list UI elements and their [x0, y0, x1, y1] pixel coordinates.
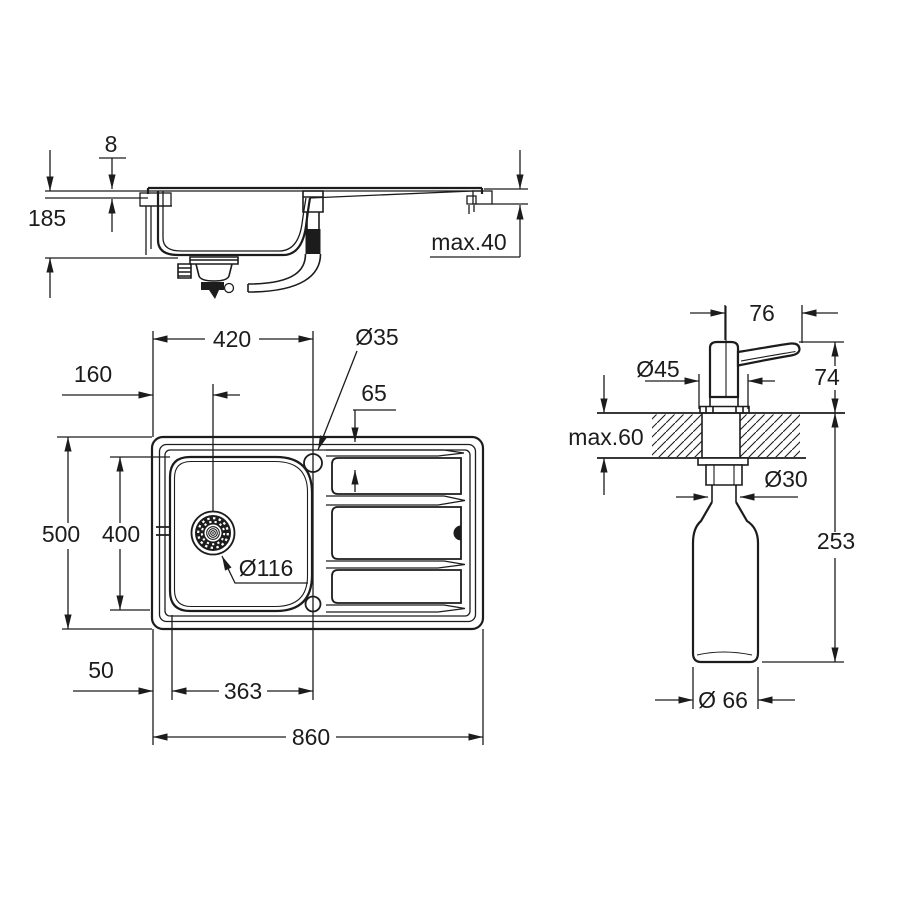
dim-label-500: 500 — [42, 521, 80, 547]
drain-strainer — [190, 510, 236, 556]
sink-plan-view: 420 Ø35 160 65 500 400 — [42, 324, 485, 750]
dim-label-o45: Ø45 — [636, 356, 679, 382]
bottle-neck — [711, 485, 737, 502]
dimension-o66: Ø 66 — [655, 687, 795, 713]
shank-washer — [697, 457, 749, 466]
dim-label-74: 74 — [814, 364, 840, 390]
dimension-o30: Ø30 — [676, 466, 808, 501]
drainboard-grooves — [326, 449, 466, 613]
dimension-253: 253 — [817, 413, 855, 662]
bottle-shoulder — [691, 501, 760, 544]
drainboard-underside-line — [309, 190, 474, 199]
sink-rim-line-2 — [164, 449, 471, 617]
pump-neck — [709, 396, 739, 406]
clamp-right — [466, 195, 477, 214]
drain-flange — [189, 256, 239, 265]
drain-valve-bar — [201, 282, 224, 290]
dim-label-o66: Ø 66 — [698, 687, 748, 713]
dim-label-o35: Ø35 — [355, 324, 398, 350]
dim-label-160: 160 — [74, 361, 112, 387]
overflow-pipe-curve — [247, 253, 322, 293]
dim-label-860: 860 — [292, 724, 330, 750]
dimension-363: 363 — [172, 678, 313, 704]
dim-label-installed-depth: 185 — [28, 205, 66, 231]
dim-label-o116: Ø116 — [239, 555, 294, 581]
bowl-inner-line — [173, 460, 309, 608]
dim-label-counter-thickness: max.40 — [431, 229, 506, 255]
dimension-160: 160 — [62, 361, 240, 399]
dispenser-counter-hatch-right — [740, 414, 800, 457]
sink-outer-outline — [150, 435, 485, 631]
dimension-65: 65 — [351, 380, 396, 492]
drainboard-notch — [453, 525, 461, 541]
bottle-body — [691, 543, 760, 664]
dispenser-extension-lines — [692, 305, 844, 709]
dimension-400: 400 — [102, 457, 140, 610]
dimension-860: 860 — [153, 724, 483, 750]
dimension-tap-hole-dia: Ø35 — [317, 324, 399, 451]
dim-label-50: 50 — [88, 657, 114, 683]
tap-hole-bottom — [304, 595, 322, 613]
dimension-rim-height: 8 — [99, 131, 126, 232]
dim-label-o30: Ø30 — [764, 466, 807, 492]
drain-valve-knob — [223, 282, 235, 294]
dimension-76: 76 — [690, 300, 838, 326]
dim-label-rim-height: 8 — [105, 131, 118, 157]
counter-edge-right-lines — [484, 188, 528, 205]
bowl-wall-inner — [162, 191, 307, 252]
counter-hatch-left — [139, 192, 172, 207]
overflow-slot-marks — [156, 526, 170, 536]
shank-locknut — [705, 464, 743, 486]
shank-locknut-facets — [713, 465, 735, 485]
dim-label-65: 65 — [361, 380, 387, 406]
pump-spout-inner-line — [740, 350, 796, 362]
dimension-installed-depth: 185 — [28, 150, 178, 298]
dispenser-shank — [701, 413, 741, 458]
bowl-wall-outer — [156, 191, 312, 257]
bottle-bottom-inner-line — [696, 651, 753, 656]
drain-side-nut — [177, 263, 192, 279]
sink-rim-line-1 — [158, 443, 477, 623]
pump-base-flange — [699, 405, 750, 414]
dimension-drain-dia: Ø116 — [221, 555, 308, 584]
dimension-420: 420 — [153, 326, 313, 352]
dimension-50: 50 — [73, 657, 153, 695]
tap-hole-top — [303, 453, 323, 473]
dim-label-400: 400 — [102, 521, 140, 547]
sink-side-section-view: 8 185 max.40 — [28, 131, 528, 299]
dimension-o45: Ø45 — [636, 356, 775, 385]
overflow-fitting — [302, 190, 324, 213]
dim-label-420: 420 — [213, 326, 251, 352]
dim-label-max60: max.60 — [568, 424, 643, 450]
dim-label-76: 76 — [749, 300, 775, 326]
pump-spout — [736, 342, 801, 367]
drain-cup — [195, 263, 233, 282]
dim-label-253: 253 — [817, 528, 855, 554]
dimension-max60: max.60 — [568, 375, 644, 495]
dimension-counter-thickness: max.40 — [430, 150, 524, 258]
drainboard-panels — [331, 457, 462, 604]
dimension-74: 74 — [814, 342, 840, 413]
soap-dispenser-section-view: 76 Ø45 74 max.60 Ø30 253 — [568, 300, 855, 713]
dim-label-363: 363 — [224, 678, 262, 704]
dispenser-counter-hatch-left — [652, 414, 702, 457]
drain-valve-stem — [209, 290, 219, 299]
overflow-pipe-coupling — [305, 229, 321, 254]
counter-hatch-right — [472, 190, 493, 205]
clamp-left — [145, 206, 152, 255]
overflow-pipe-upper — [306, 212, 320, 229]
pump-body — [708, 340, 740, 399]
dimension-500: 500 — [42, 437, 80, 629]
bowl-outline — [168, 455, 314, 613]
